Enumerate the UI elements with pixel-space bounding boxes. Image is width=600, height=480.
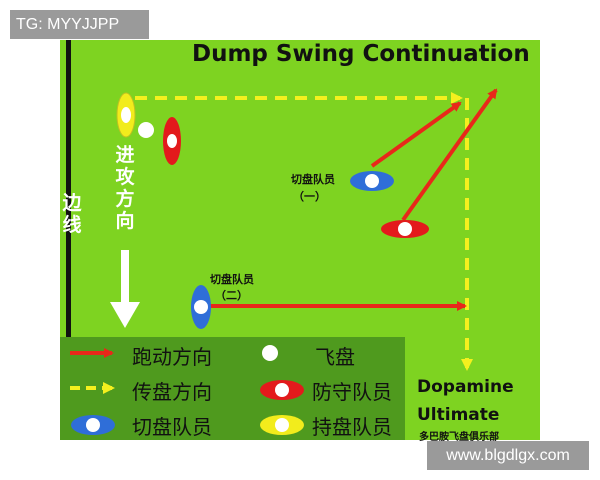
- legend-defender: 防守队员: [312, 380, 392, 404]
- diagram-title: Dump Swing Continuation: [192, 41, 530, 67]
- legend-handler-symbol: [260, 415, 304, 435]
- handler-player: [116, 92, 136, 138]
- brand-chinese: 多巴胺飞盘俱乐部: [419, 432, 499, 443]
- ultimate-field-diagram: Dump Swing Continuation 进攻方向 边线 切盘队员 （一）…: [60, 40, 540, 443]
- sideline-text: 边线: [62, 192, 82, 236]
- field-drawing: [60, 40, 540, 440]
- run-paths: [208, 88, 498, 311]
- sideline-label: 边线: [60, 192, 84, 236]
- cutter-one-number: （一）: [293, 190, 326, 203]
- brand-line-1: Dopamine: [417, 377, 514, 397]
- legend-run-direction: 跑动方向: [132, 345, 212, 369]
- sideline: [66, 40, 71, 395]
- watermark-url: www.blgdlgx.com: [427, 441, 589, 470]
- cutter-one-label: 切盘队员: [291, 173, 335, 186]
- cutter-player-2: [191, 285, 211, 329]
- brand-line-2: Ultimate: [417, 405, 500, 425]
- tag-label: TG: MYYJJPP: [10, 10, 149, 39]
- legend-disc: 飞盘: [315, 345, 355, 369]
- legend-pass-direction: 传盘方向: [132, 380, 212, 404]
- cutter-player-1: [350, 171, 394, 191]
- cutter-two-label: 切盘队员: [210, 273, 254, 286]
- legend-cutter: 切盘队员: [132, 415, 212, 439]
- attack-direction-label: 进攻方向: [113, 144, 137, 232]
- legend-defender-symbol: [260, 380, 304, 400]
- legend-disc-symbol: [262, 345, 278, 361]
- pass-path: [135, 92, 473, 371]
- defender-player-2: [381, 220, 429, 238]
- legend-handler: 持盘队员: [312, 415, 392, 439]
- attack-direction-text: 进攻方向: [115, 144, 135, 232]
- attack-direction-arrow: [110, 250, 140, 328]
- legend-panel: [60, 337, 405, 440]
- disc: [138, 122, 154, 138]
- legend-cutter-symbol: [71, 415, 115, 435]
- cutter-two-number: （二）: [215, 289, 248, 302]
- defender-player-1: [163, 117, 181, 165]
